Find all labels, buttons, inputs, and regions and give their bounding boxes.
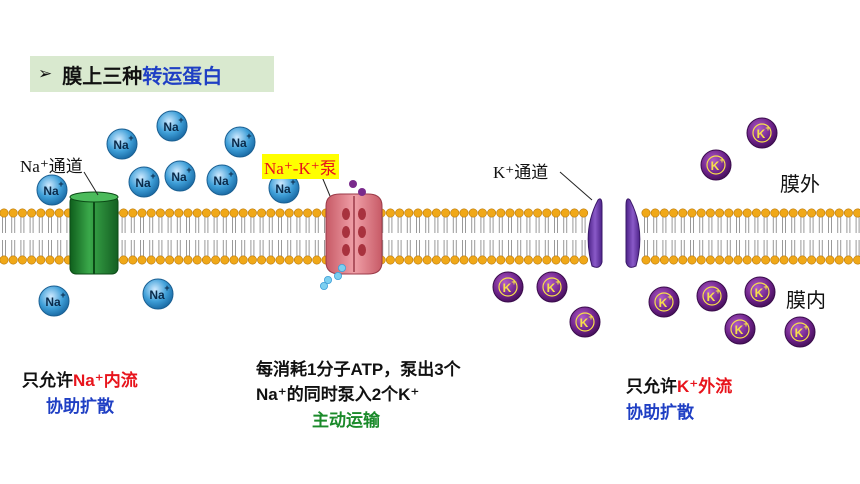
na-ion: Na+	[128, 166, 160, 198]
na-ion-charge: +	[246, 131, 251, 141]
na-ion-symbol: Na	[171, 170, 187, 184]
pump-na-dot	[319, 281, 328, 290]
k-ion: K+	[648, 286, 680, 318]
pump-caption-line1: 每消耗1分子ATP，泵出3个	[256, 360, 461, 379]
na-ion-charge: +	[228, 169, 233, 179]
na-ion-symbol: Na	[135, 176, 151, 190]
k-ion: K+	[746, 117, 778, 149]
k-ion-symbol: K	[659, 296, 668, 310]
k-caption-suffix: 外流	[698, 377, 733, 396]
na-ion-charge: +	[290, 177, 295, 187]
k-caption-ion: K⁺	[677, 377, 699, 396]
na-ion-symbol: Na	[43, 184, 59, 198]
pump-label: Na⁺-K⁺泵	[262, 154, 339, 179]
k-ion-symbol: K	[735, 323, 744, 337]
inside-label: 膜内	[786, 290, 826, 312]
pump-k-dot	[358, 188, 366, 196]
k-ion-charge: +	[763, 282, 768, 292]
pump-label-na: Na⁺	[264, 159, 293, 178]
k-ion: K+	[569, 306, 601, 338]
title-part2: 转运蛋白	[142, 65, 223, 88]
pump-label-suffix: 泵	[319, 159, 337, 178]
title-part1: 膜上三种	[62, 65, 143, 88]
pump-label-k: K⁺	[298, 159, 320, 178]
pump-mode: 主动运输	[312, 411, 380, 430]
k-ion: K+	[492, 271, 524, 303]
na-ion: Na+	[38, 285, 70, 317]
na-ion-charge: +	[60, 290, 65, 300]
na-ion: Na+	[164, 160, 196, 192]
na-ion-charge: +	[164, 283, 169, 293]
k-ion-symbol: K	[757, 127, 766, 141]
k-ion-charge: +	[715, 286, 720, 296]
na-caption-suffix: 内流	[103, 371, 138, 390]
na-ion: Na+	[268, 172, 300, 204]
na-ion-charge: +	[128, 133, 133, 143]
na-ion-symbol: Na	[275, 182, 291, 196]
pump-na-dot	[323, 275, 332, 284]
na-ion-symbol: Na	[113, 138, 129, 152]
k-ion: K+	[744, 276, 776, 308]
k-mode: 协助扩散	[626, 403, 694, 422]
na-ion: Na+	[156, 110, 188, 142]
k-caption: 只允许K⁺外流	[626, 372, 732, 397]
k-ion-symbol: K	[711, 159, 720, 173]
na-channel-label: Na⁺通道	[20, 157, 83, 176]
na-ion: Na+	[224, 126, 256, 158]
k-ion-symbol: K	[755, 286, 764, 300]
k-ion-charge: +	[765, 123, 770, 133]
k-ion-charge: +	[667, 292, 672, 302]
k-caption-prefix: 只允许	[626, 377, 677, 396]
k-ion-charge: +	[555, 277, 560, 287]
membrane-right	[641, 208, 860, 265]
na-mode: 协助扩散	[46, 397, 114, 416]
na-ion: Na+	[36, 174, 68, 206]
pump-na-dot	[337, 263, 346, 272]
na-ion-symbol: Na	[149, 288, 165, 302]
na-ion: Na+	[106, 128, 138, 160]
k-ion: K+	[696, 280, 728, 312]
na-ion-symbol: Na	[231, 136, 247, 150]
na-ion: Na+	[206, 164, 238, 196]
k-ion-symbol: K	[580, 316, 589, 330]
na-ion-symbol: Na	[163, 120, 179, 134]
na-ion-charge: +	[150, 171, 155, 181]
na-ion-symbol: Na	[213, 174, 229, 188]
k-ion: K+	[784, 316, 816, 348]
k-ion-symbol: K	[707, 290, 716, 304]
k-ion-symbol: K	[547, 281, 556, 295]
k-ion: K+	[700, 149, 732, 181]
k-ion-symbol: K	[503, 281, 512, 295]
k-ion: K+	[724, 313, 756, 345]
na-caption-ion: Na⁺	[73, 371, 104, 390]
pump-caption-line2: Na⁺的同时泵入2个K⁺	[256, 385, 420, 404]
na-k-pump	[319, 171, 383, 290]
k-ion: K+	[536, 271, 568, 303]
pump-na-dot	[333, 271, 342, 280]
k-ion-charge: +	[743, 319, 748, 329]
na-ion: Na+	[142, 278, 174, 310]
k-channel-label: K⁺通道	[493, 163, 549, 182]
na-caption: 只允许Na⁺内流	[22, 366, 138, 391]
section-title: ➢ 膜上三种转运蛋白	[30, 56, 274, 92]
k-ion-symbol: K	[795, 326, 804, 340]
k-ion-charge: +	[588, 312, 593, 322]
k-ion-charge: +	[511, 277, 516, 287]
title-arrow-icon: ➢	[38, 64, 53, 83]
k-ion-charge: +	[803, 322, 808, 332]
pump-k-dot	[349, 180, 357, 188]
na-ion-charge: +	[186, 165, 191, 175]
ions-layer: Na+Na+Na+Na+Na+Na+Na+Na+Na+Na+K+K+K+K+K+…	[36, 110, 816, 348]
na-ion-charge: +	[178, 115, 183, 125]
pump-label-dash: -	[292, 159, 299, 178]
na-ion-charge: +	[58, 179, 63, 189]
k-ion-charge: +	[719, 155, 724, 165]
k-channel	[559, 171, 641, 268]
transport-proteins	[69, 171, 641, 290]
na-caption-prefix: 只允许	[22, 371, 73, 390]
outside-label: 膜外	[780, 174, 820, 196]
na-channel	[69, 171, 119, 275]
na-ion-symbol: Na	[45, 295, 61, 309]
